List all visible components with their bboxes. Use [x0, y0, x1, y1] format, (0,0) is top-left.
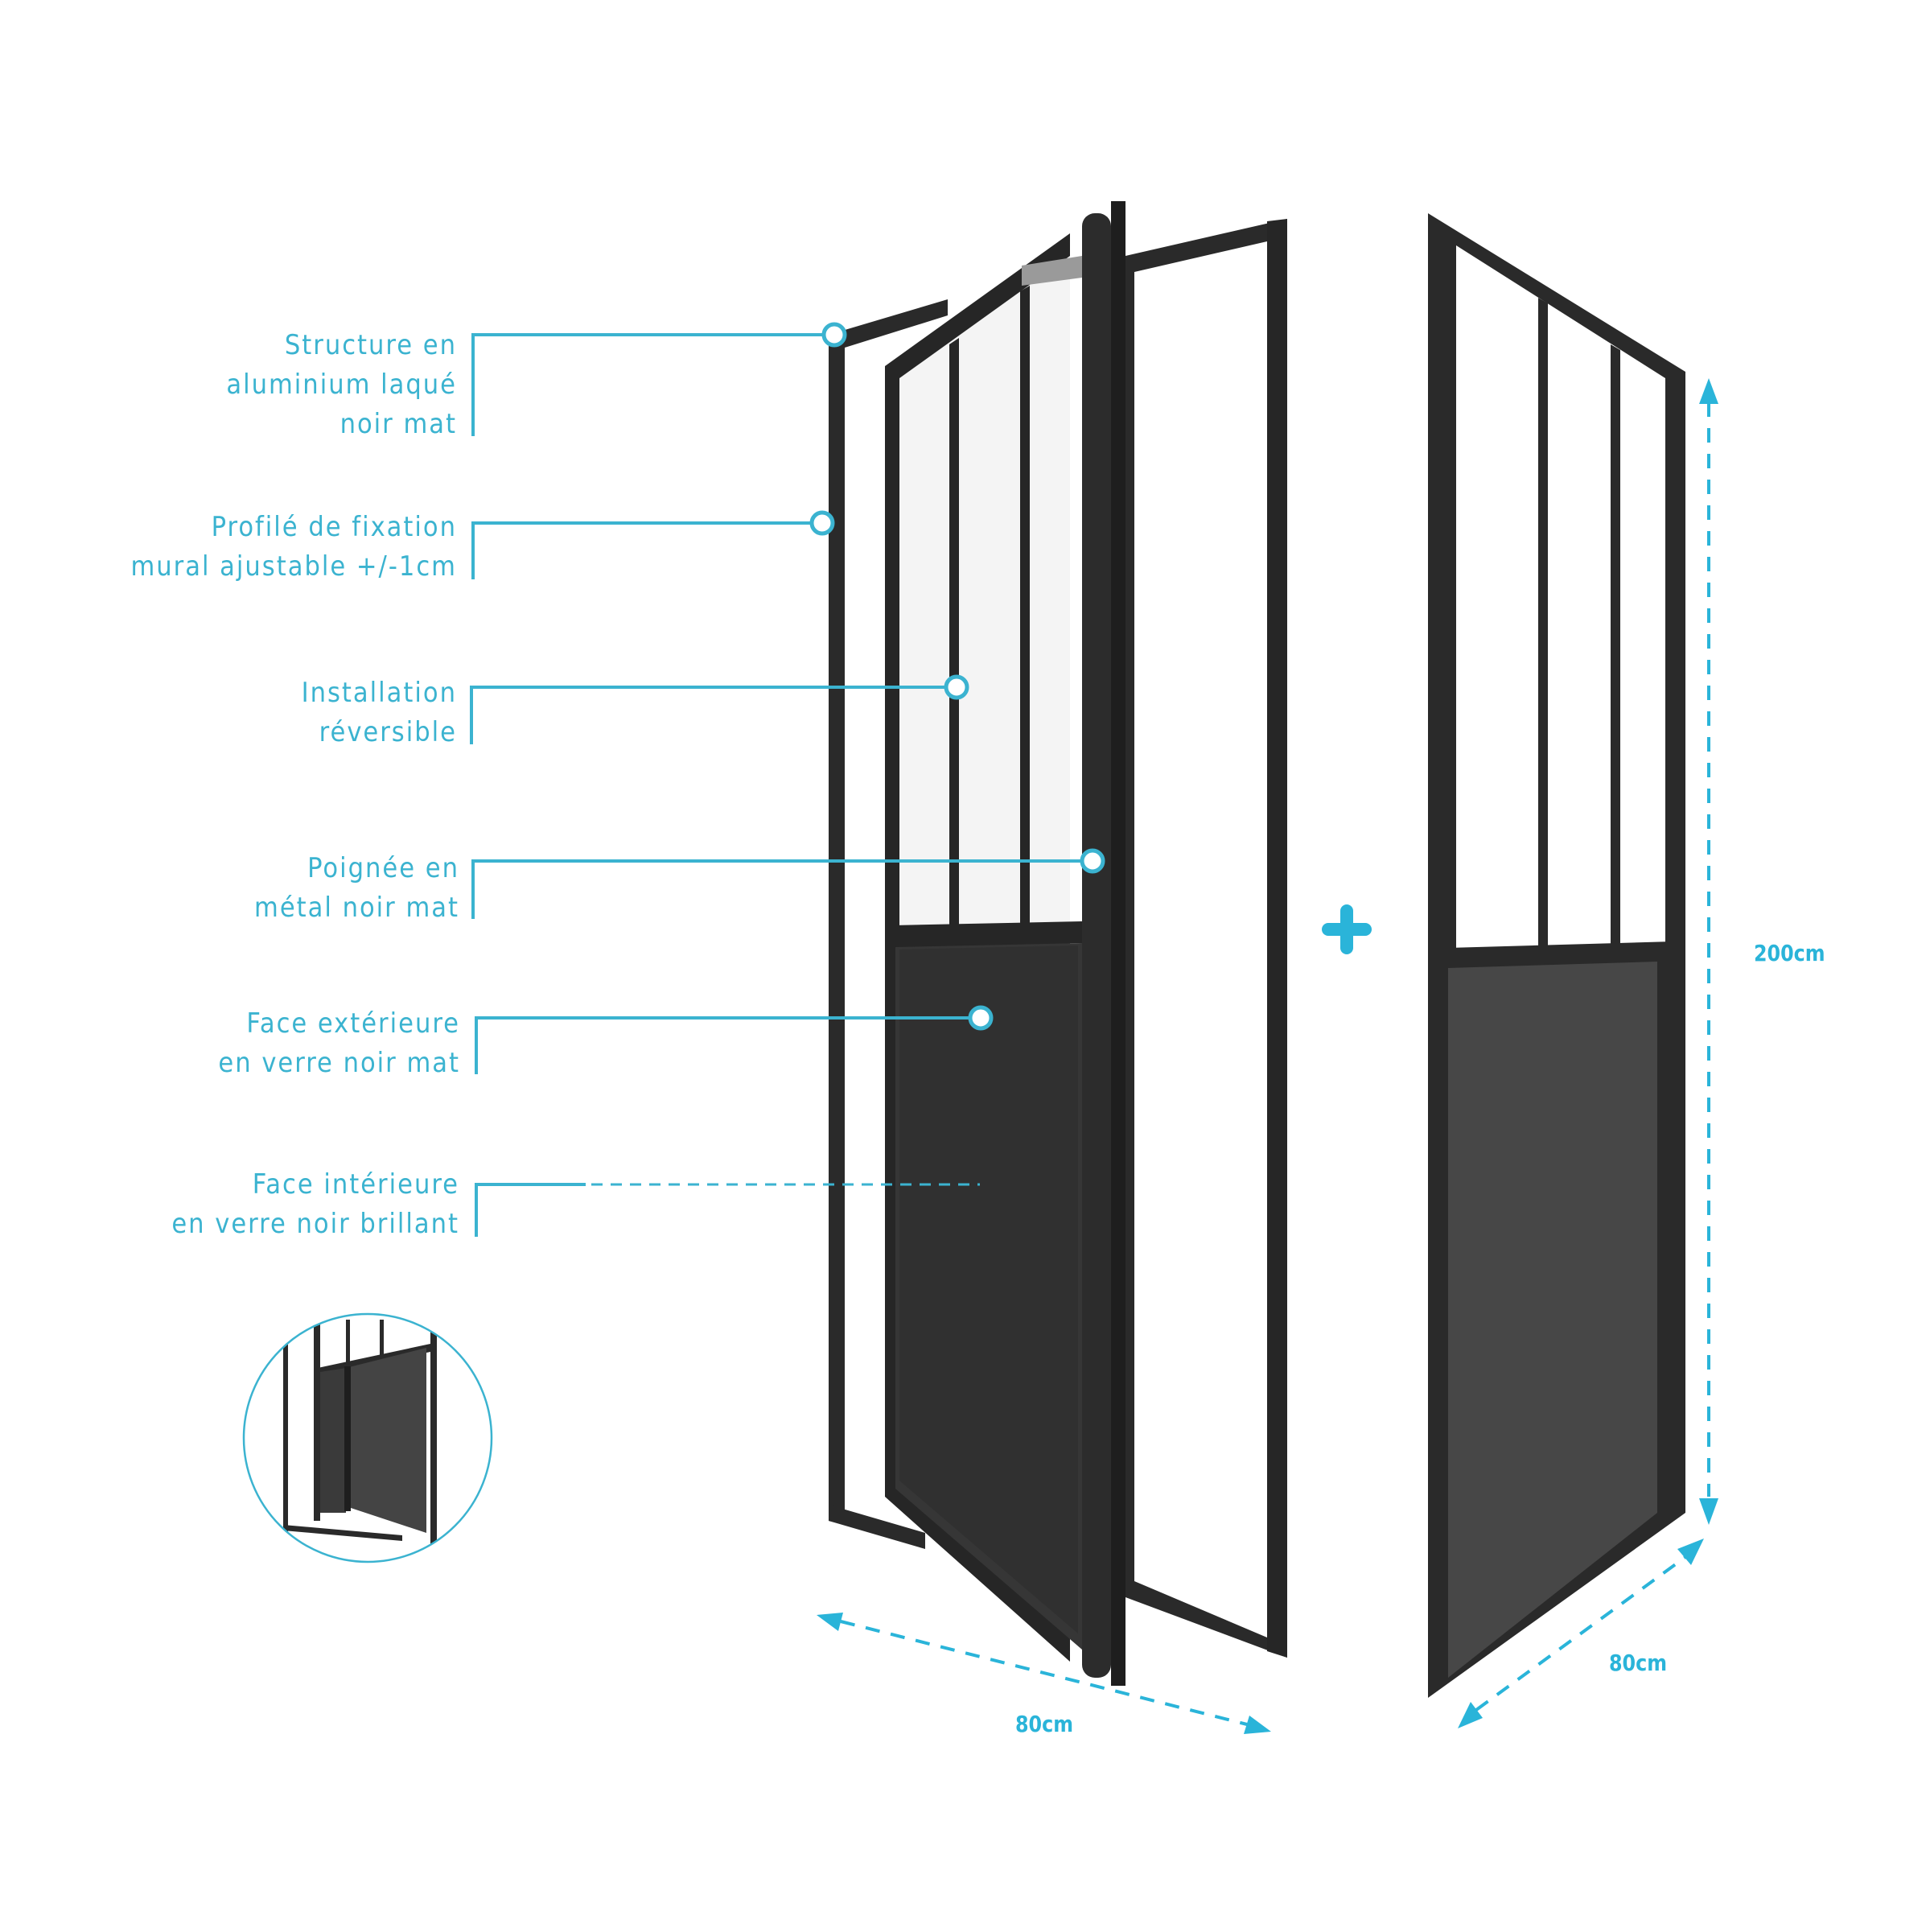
callout-profile-line-2: mural ajustable +/-1cm	[130, 550, 457, 583]
plus-icon	[1322, 904, 1372, 954]
callout-outer-face: Face extérieure en verre noir mat	[218, 1004, 460, 1083]
callout-leaders	[470, 333, 1082, 1237]
callout-dots	[809, 322, 1105, 1031]
callout-handle-line-1: Poignée en	[307, 852, 459, 884]
callout-profile: Profilé de fixation mural ajustable +/-1…	[130, 508, 457, 587]
width-right-label: 80cm	[1609, 1650, 1668, 1676]
callout-inner-face: Face intérieure en verre noir brillant	[171, 1165, 459, 1244]
door-post	[1082, 201, 1125, 1686]
callout-dot-handle	[1080, 848, 1105, 874]
callout-inner-face-line-1: Face intérieure	[252, 1168, 459, 1201]
inset-detail	[242, 1312, 493, 1563]
callout-dot-profile	[809, 510, 835, 536]
dimension-width-right	[1458, 1539, 1704, 1728]
height-label: 200cm	[1754, 940, 1825, 966]
swing-door	[885, 233, 1082, 1662]
width-left-label: 80cm	[1015, 1711, 1074, 1737]
fixed-panel-right-of-post	[1125, 219, 1287, 1658]
callout-handle-line-2: métal noir mat	[254, 892, 459, 924]
callout-structure-line-1: Structure en	[284, 329, 457, 361]
callout-dot-installation	[944, 674, 969, 700]
callout-structure: Structure en aluminium laqué noir mat	[226, 326, 457, 444]
dimension-width-left	[817, 1613, 1271, 1734]
dimension-height	[1699, 378, 1718, 1525]
callout-outer-face-line-2: en verre noir mat	[218, 1047, 460, 1079]
callout-dot-structure	[821, 322, 847, 348]
callout-installation-line-2: réversible	[319, 716, 457, 748]
callout-inner-face-line-2: en verre noir brillant	[171, 1208, 459, 1240]
callout-structure-line-2: aluminium laqué	[226, 369, 457, 401]
callout-structure-line-3: noir mat	[339, 408, 457, 440]
fixed-panel-right	[1428, 213, 1685, 1698]
callout-dot-outer-face	[968, 1005, 994, 1031]
callout-installation-line-1: Installation	[301, 677, 457, 709]
callout-outer-face-line-1: Face extérieure	[246, 1007, 460, 1040]
callout-installation: Installation réversible	[302, 674, 457, 752]
callout-handle: Poignée en métal noir mat	[254, 849, 459, 928]
fixed-frame-left	[829, 299, 948, 1549]
callout-profile-line-1: Profilé de fixation	[211, 511, 457, 543]
